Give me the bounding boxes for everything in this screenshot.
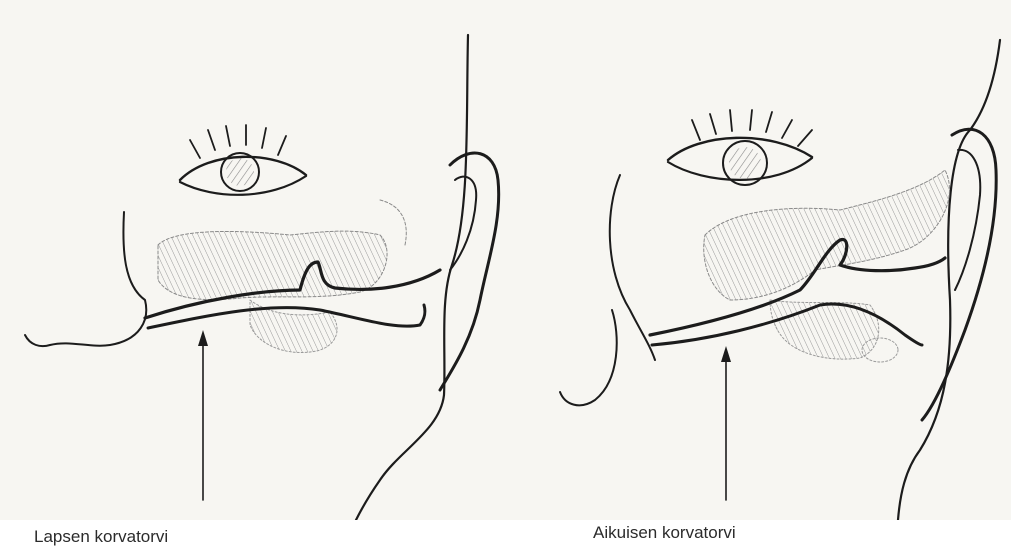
diagram-drawing [0,0,1011,520]
child-tube-caption: Lapsen korvatorvi [34,527,168,547]
adult-tube-caption: Aikuisen korvatorvi [593,523,736,543]
